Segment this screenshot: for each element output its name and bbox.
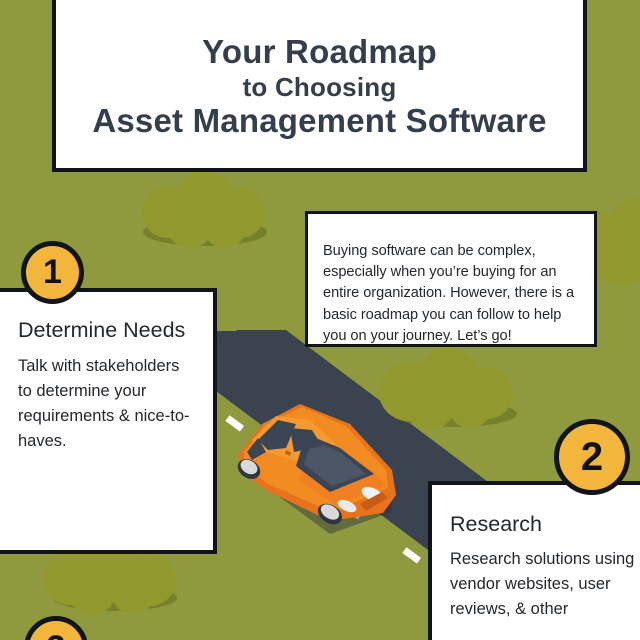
- step-2-title: Research: [450, 512, 543, 536]
- bush-icon: [43, 537, 177, 615]
- bush-icon: [142, 171, 267, 248]
- title-line-3: Asset Management Software: [92, 102, 547, 140]
- bush-icon: [379, 348, 517, 430]
- step-1-badge: 1: [21, 241, 84, 304]
- step-2-badge: 2: [554, 419, 630, 495]
- title-line-1: Your Roadmap: [202, 32, 437, 70]
- step-card-1: Determine Needs Talk with stakeholders t…: [0, 288, 217, 554]
- step-1-title: Determine Needs: [18, 318, 186, 342]
- car-icon: [237, 404, 396, 534]
- intro-card: Buying software can be complex, especial…: [305, 211, 597, 347]
- title-line-2: to Choosing: [242, 71, 397, 102]
- step-1-body: Talk with stakeholders to determine your…: [18, 356, 190, 451]
- title-card: Your Roadmap to Choosing Asset Managemen…: [52, 0, 587, 172]
- intro-text: Buying software can be complex, especial…: [323, 242, 575, 345]
- step-2-body: Research solutions using vendor websites…: [450, 549, 635, 618]
- step-card-2: Research Research solutions using vendor…: [428, 481, 640, 640]
